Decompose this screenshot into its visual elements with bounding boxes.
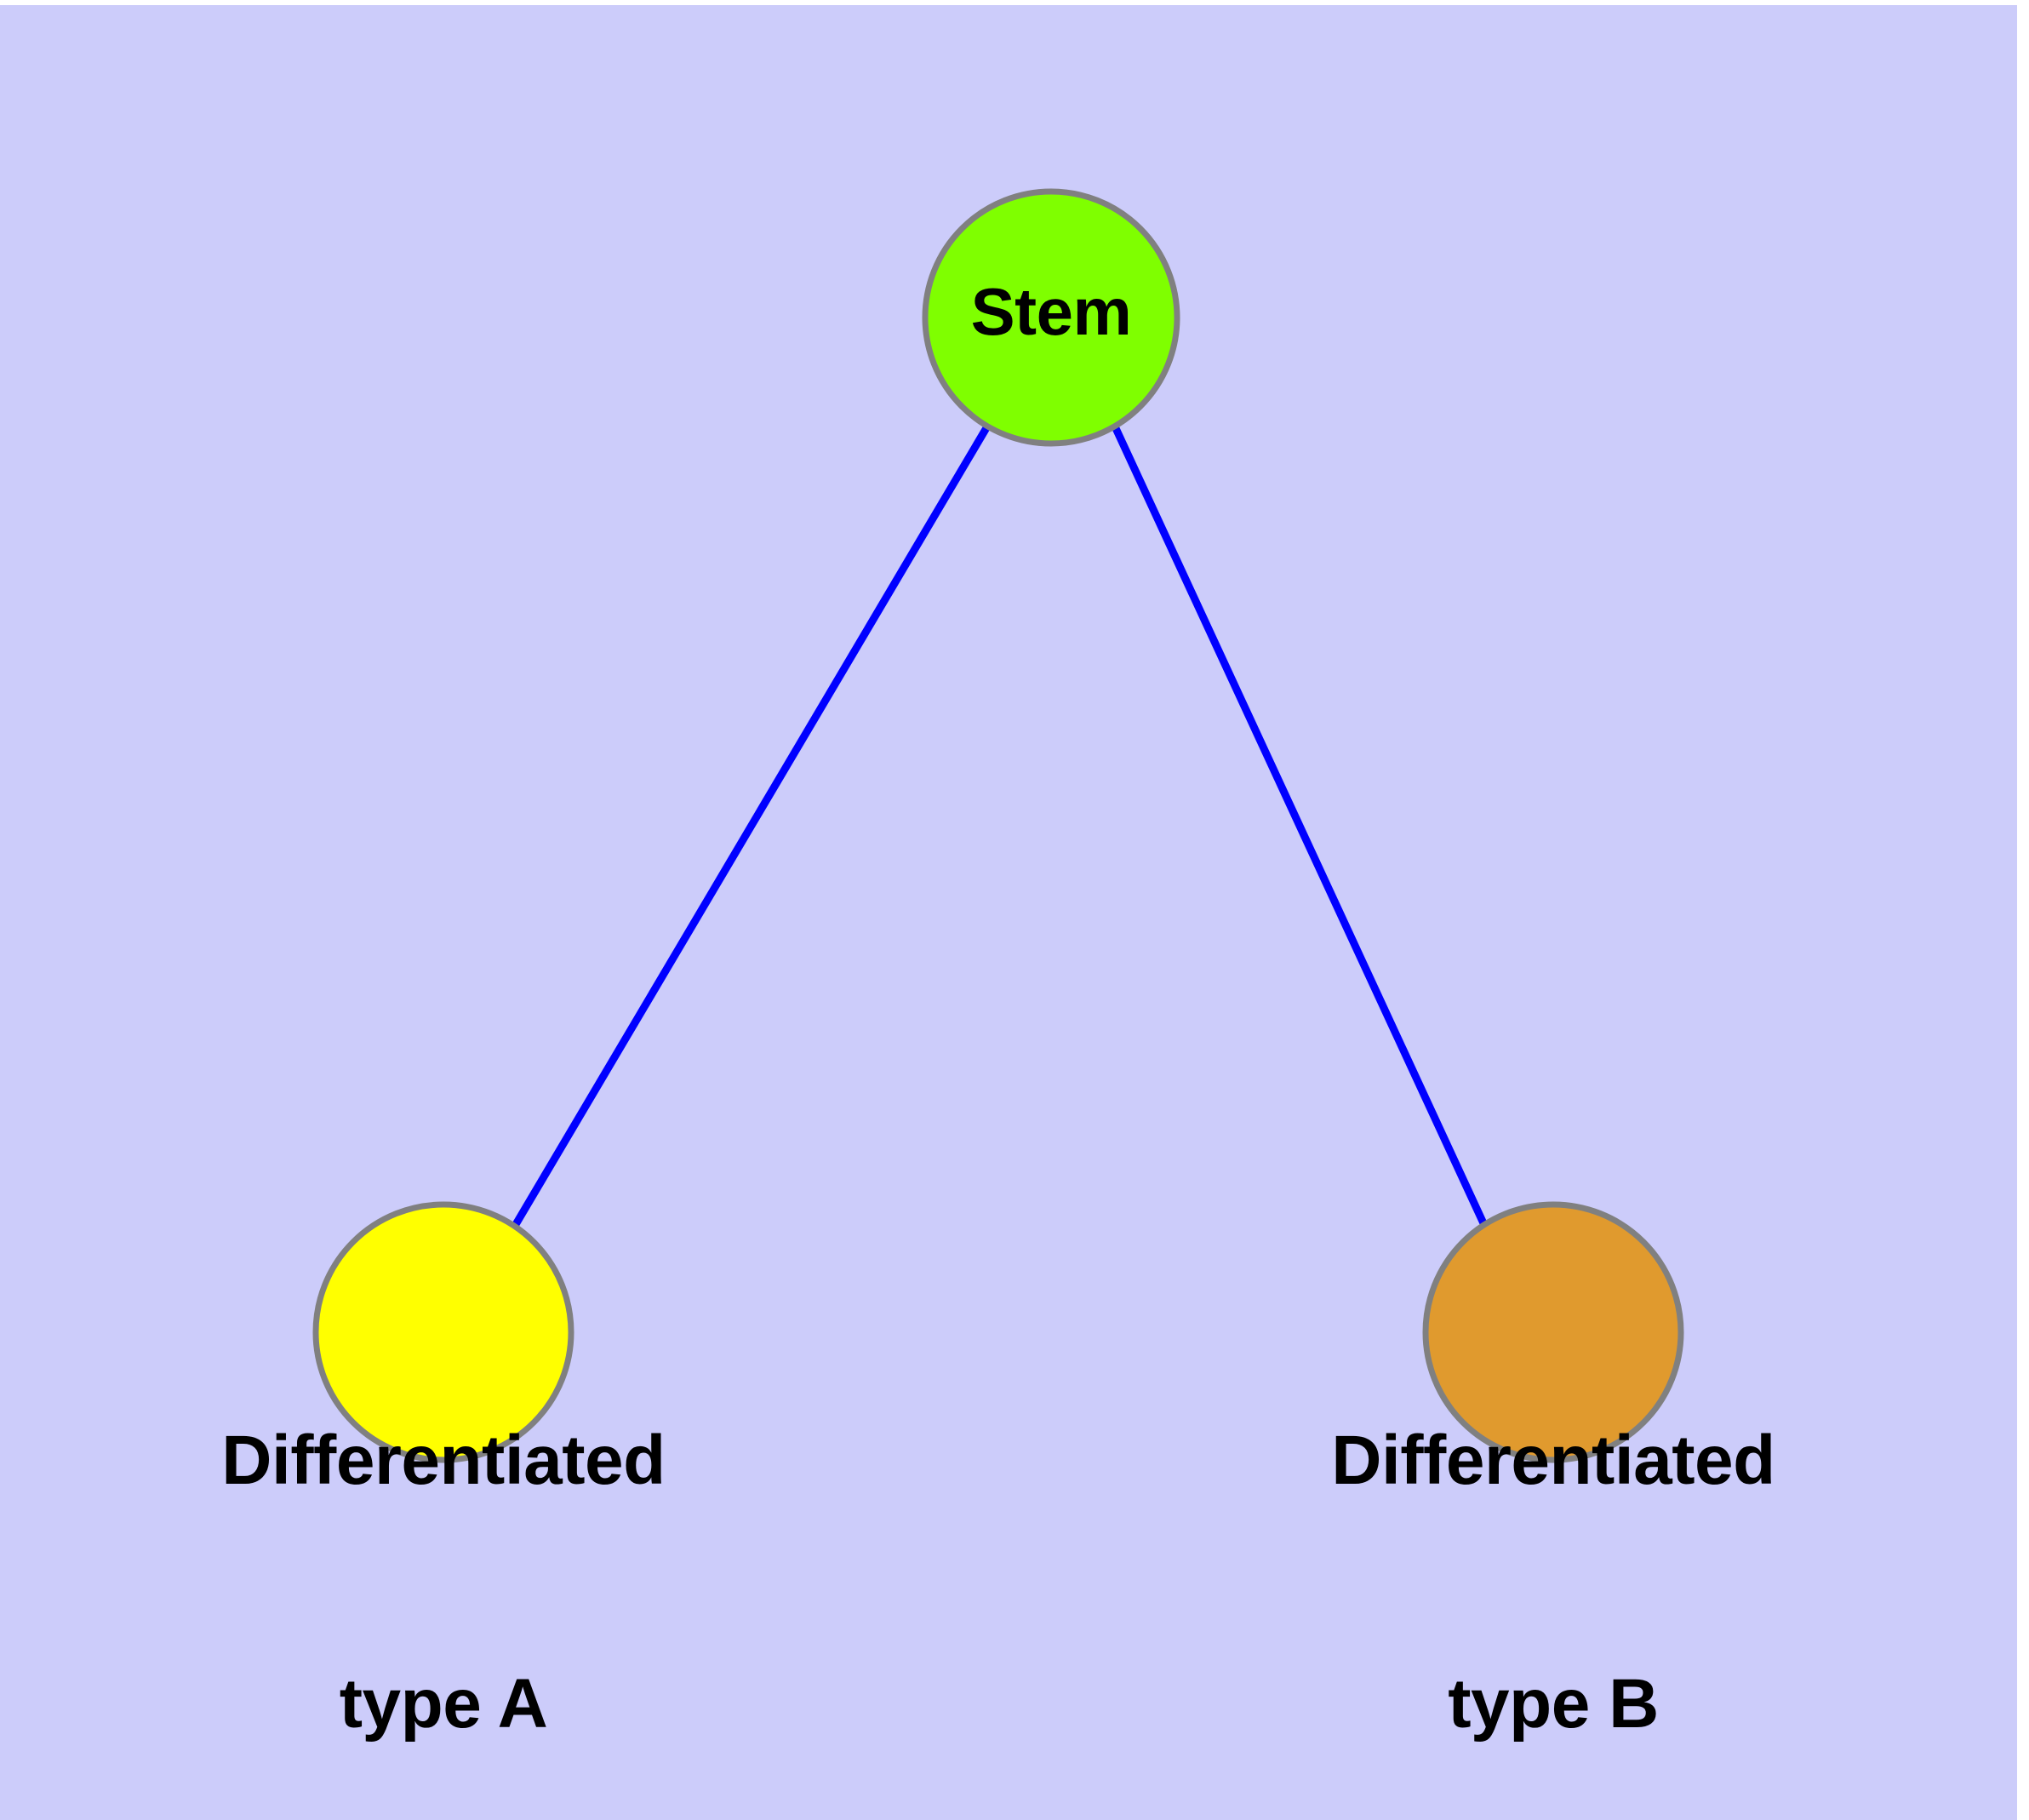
node-differentiated-type-b[interactable] (1422, 1201, 1684, 1463)
edge-layer (512, 424, 1488, 1228)
node-layer (312, 188, 1684, 1463)
edge-stem-to-differentiated-type-b[interactable] (1111, 425, 1488, 1225)
edge-stem-to-differentiated-type-a[interactable] (512, 424, 991, 1228)
node-stem[interactable] (922, 188, 1180, 447)
node-differentiated-type-a[interactable] (312, 1201, 574, 1463)
